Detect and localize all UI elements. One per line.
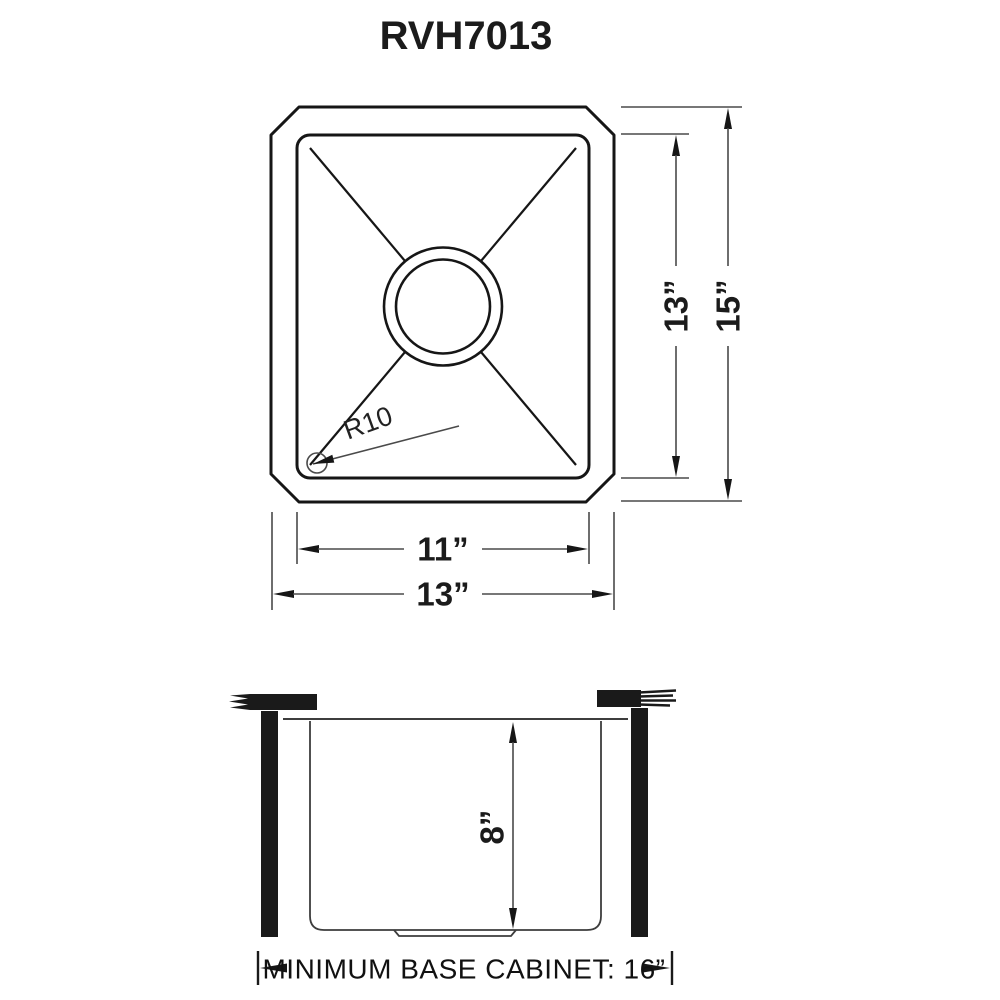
dimension-outer-width: 13” xyxy=(273,576,613,613)
dimension-inner-height: 13” xyxy=(658,135,695,477)
radius-leader-arrowhead xyxy=(313,454,335,464)
sink-top-view: R10 xyxy=(269,105,616,504)
countertop-break-streak xyxy=(638,694,674,698)
arrowhead-left xyxy=(260,963,287,973)
radius-leader-line xyxy=(312,425,460,465)
sink-outer-rim-outline xyxy=(269,105,616,504)
drain-fitting xyxy=(393,929,517,937)
bowl-slope-line-bottom-right xyxy=(480,351,577,466)
sink-bowl-outline xyxy=(295,133,591,480)
dimension-bowl-depth: 8” xyxy=(474,722,517,929)
arrowhead-down xyxy=(509,908,517,929)
inner-height-label: 13” xyxy=(658,279,695,332)
corner-radius-label: R10 xyxy=(340,400,397,445)
arrowhead-up xyxy=(672,135,680,156)
bowl-slope-line-top-right xyxy=(480,147,577,262)
corner-radius-callout: R10 xyxy=(306,400,460,474)
countertop-left xyxy=(229,694,317,710)
outer-width-label: 13” xyxy=(416,576,469,613)
arrowhead-down xyxy=(672,456,680,477)
bowl-depth-label: 8” xyxy=(474,810,511,845)
arrowhead-right xyxy=(643,963,670,973)
arrowhead-left xyxy=(273,590,294,598)
base-cabinet-label: MINIMUM BASE CABINET: 16” xyxy=(262,954,665,985)
inner-width-label: 11” xyxy=(417,531,468,568)
sink-bowl-section xyxy=(309,721,602,931)
countertop-right xyxy=(597,690,641,707)
arrowhead-right xyxy=(567,545,588,553)
product-title: RVH7013 xyxy=(380,14,553,58)
drain-inner-circle xyxy=(394,258,492,355)
arrowhead-right xyxy=(592,590,613,598)
arrowhead-down xyxy=(724,479,732,500)
cabinet-wall-right xyxy=(631,708,648,937)
arrowhead-up xyxy=(724,108,732,129)
bowl-slope-line-top-left xyxy=(309,147,406,262)
bowl-slope-line-bottom-left xyxy=(309,351,406,466)
top-view-dimensions: 13” 15” 11” 13” xyxy=(271,106,747,613)
sink-side-view: 8” xyxy=(229,689,677,937)
outer-height-label: 15” xyxy=(710,279,747,332)
countertop-break-streak xyxy=(638,689,677,694)
dimension-inner-width: 11” xyxy=(298,531,588,568)
drain-outer-circle xyxy=(382,246,504,367)
cabinet-wall-left xyxy=(261,711,278,937)
arrowhead-up xyxy=(509,722,517,743)
countertop-break-streak xyxy=(638,703,671,707)
arrowhead-left xyxy=(298,545,319,553)
dimension-outer-height: 15” xyxy=(710,108,747,500)
base-cabinet-note: MINIMUM BASE CABINET: 16” xyxy=(256,951,674,985)
